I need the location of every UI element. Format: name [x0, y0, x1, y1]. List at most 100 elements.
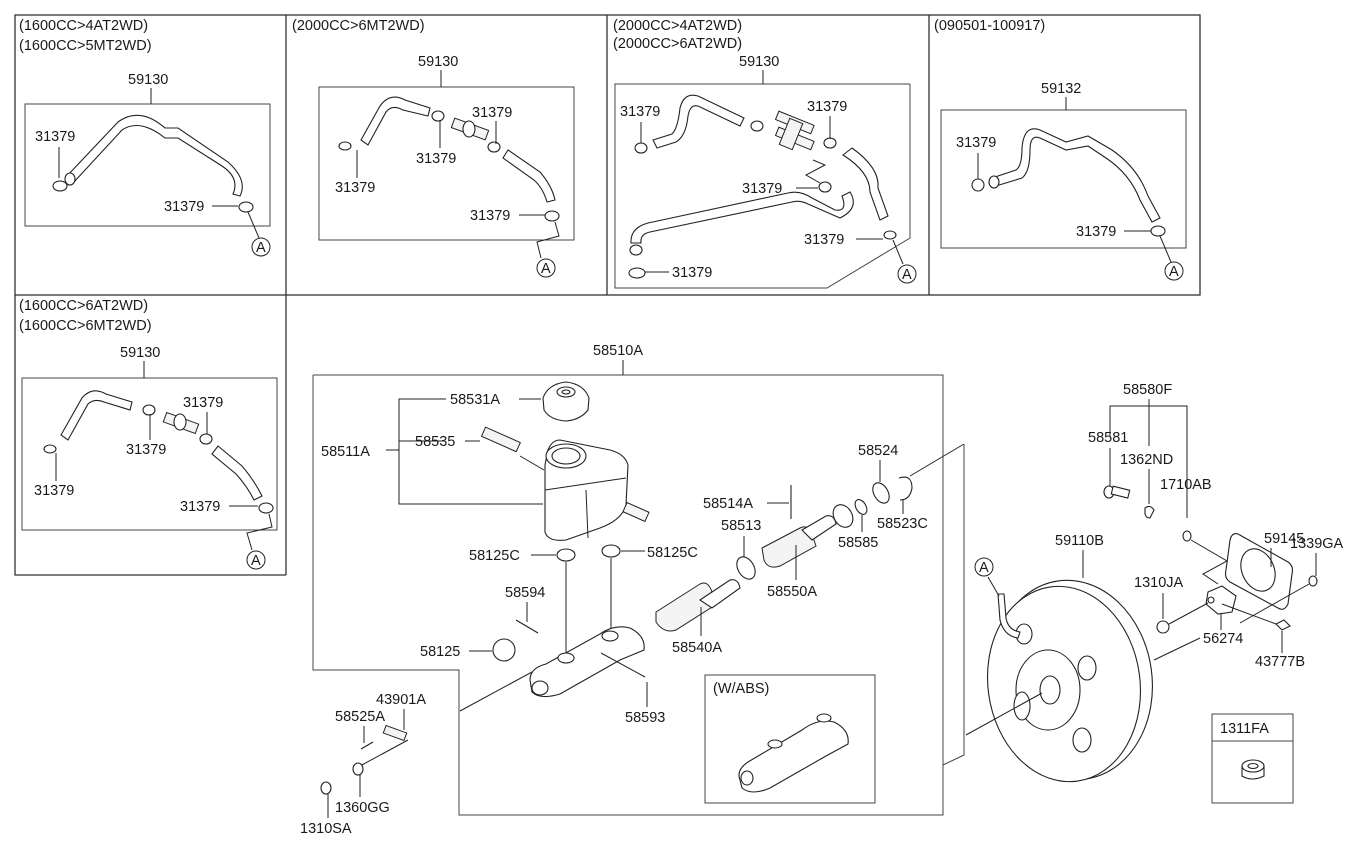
master-cylinder-body[interactable]	[529, 626, 645, 698]
o-ring[interactable]	[1182, 530, 1192, 542]
part-label-clamp[interactable]: 31379	[742, 181, 782, 197]
part-legend-box[interactable]: 1311FA	[1211, 713, 1294, 804]
part-label-snap-ring[interactable]: 58523C	[877, 516, 928, 532]
piston-seal[interactable]	[829, 501, 857, 531]
part-label-booster[interactable]: 59110B	[1055, 533, 1104, 549]
part-label-clamp[interactable]: 31379	[804, 232, 844, 248]
part-label-secondary-piston[interactable]: 58550A	[767, 584, 817, 600]
part-label-nut-right[interactable]: 1339GA	[1290, 536, 1344, 552]
panel-2000cc-4at-6at[interactable]: (2000CC>4AT2WD) (2000CC>6AT2WD) 59130 31…	[613, 18, 917, 289]
part-label-bracket[interactable]: 43901A	[376, 692, 426, 708]
hose-clamp[interactable]	[43, 444, 57, 454]
part-label-clip[interactable]: 1362ND	[1120, 452, 1173, 468]
vacuum-hose-lower[interactable]	[502, 149, 556, 203]
part-label-hose[interactable]: 59130	[739, 54, 779, 70]
part-label-hose[interactable]: 59132	[1041, 81, 1081, 97]
seal[interactable]	[853, 498, 870, 517]
part-label-level-sensor[interactable]: 58535	[415, 434, 455, 450]
part-label-clamp[interactable]: 31379	[807, 99, 847, 115]
part-label-ring[interactable]: 1710AB	[1160, 477, 1212, 493]
part-label-seal[interactable]: 58585	[838, 535, 878, 551]
bracket[interactable]	[382, 724, 408, 742]
vacuum-hose[interactable]	[60, 390, 133, 441]
part-label-reservoir-cap[interactable]: 58531A	[450, 392, 500, 408]
part-label-clamp[interactable]: 31379	[35, 129, 75, 145]
snap-ring[interactable]	[898, 476, 913, 501]
part-label-hose[interactable]: 59130	[418, 54, 458, 70]
check-valve[interactable]	[162, 411, 200, 435]
part-label-oring[interactable]: 58513	[721, 518, 761, 534]
vacuum-hose-long[interactable]	[630, 191, 854, 244]
reservoir-grommet[interactable]	[556, 548, 576, 562]
part-label-clamp[interactable]: 31379	[1076, 224, 1116, 240]
hose-clamp[interactable]	[431, 110, 445, 122]
hose-clamp[interactable]	[338, 141, 352, 151]
part-label-clamp[interactable]: 31379	[126, 442, 166, 458]
hose-clamp[interactable]	[883, 230, 897, 240]
part-label-hose[interactable]: 59130	[120, 345, 160, 361]
fluid-level-sensor[interactable]	[480, 426, 545, 471]
vacuum-hose[interactable]	[652, 94, 745, 149]
part-label-clamp[interactable]: 31379	[470, 208, 510, 224]
part-label-clamp[interactable]: 31379	[620, 104, 660, 120]
check-valve[interactable]	[450, 117, 490, 141]
snap-pin[interactable]	[1275, 619, 1291, 631]
abs-variant-box[interactable]: (W/ABS)	[704, 674, 876, 804]
panel-090501-100917[interactable]: (090501-100917) 59132 31379 31379 A	[934, 18, 1187, 281]
part-label-grommet[interactable]: 58125C	[469, 548, 520, 564]
check-valve-assembly[interactable]	[774, 110, 815, 151]
part-label-pin[interactable]: 58514A	[703, 496, 753, 512]
nut[interactable]	[1156, 620, 1170, 634]
vacuum-hose-lower[interactable]	[211, 445, 263, 501]
brake-booster-section[interactable]: 59110B A 58580F 58581 1362ND 1710AB 5914…	[965, 382, 1344, 792]
part-label-nut[interactable]: 1310SA	[300, 821, 352, 837]
washer[interactable]	[352, 762, 364, 776]
hose-clamp[interactable]	[634, 142, 648, 154]
screw[interactable]	[360, 741, 374, 750]
hose-clamp[interactable]	[823, 137, 837, 149]
gasket[interactable]	[1224, 533, 1294, 610]
reservoir-cap[interactable]	[542, 381, 590, 422]
hose-clamp[interactable]	[238, 201, 254, 213]
hose-clamp[interactable]	[258, 502, 274, 514]
hose-clamp[interactable]	[199, 433, 213, 445]
hose-clamp[interactable]	[628, 267, 646, 279]
hose-clamp[interactable]	[750, 120, 764, 132]
hose-clamp[interactable]	[487, 141, 501, 153]
clevis-pin[interactable]	[1103, 485, 1131, 499]
part-label-clamp[interactable]: 31379	[34, 483, 74, 499]
vacuum-hose-right[interactable]	[842, 147, 889, 221]
part-label-plug[interactable]: 58125	[420, 644, 460, 660]
clevis[interactable]	[1205, 585, 1237, 615]
secondary-piston[interactable]	[761, 515, 837, 568]
part-label-bolt-upper[interactable]: 58594	[505, 585, 545, 601]
hose-clamp[interactable]	[1150, 225, 1166, 237]
part-label-clamp[interactable]: 31379	[672, 265, 712, 281]
panel-1600cc-4at-5mt[interactable]: (1600CC>4AT2WD) (1600CC>5MT2WD) 59130 31…	[19, 18, 271, 257]
brake-booster[interactable]	[975, 570, 1165, 792]
panel-1600cc-6at-6mt[interactable]: (1600CC>6AT2WD) (1600CC>6MT2WD) 59130 31…	[19, 298, 278, 570]
reservoir-grommet[interactable]	[601, 544, 621, 558]
part-label-clevis-pin[interactable]: 58581	[1088, 430, 1128, 446]
part-label-primary-piston[interactable]: 58540A	[672, 640, 722, 656]
part-label-clamp[interactable]: 31379	[183, 395, 223, 411]
vacuum-hose[interactable]	[66, 114, 243, 197]
part-label-clamp[interactable]: 31379	[472, 105, 512, 121]
vacuum-hose[interactable]	[991, 128, 1161, 223]
part-label-kit[interactable]: 58580F	[1123, 382, 1172, 398]
part-label-screw[interactable]: 58525A	[335, 709, 385, 725]
washer-ring[interactable]	[869, 480, 892, 506]
legend-title[interactable]: 1311FA	[1220, 721, 1269, 737]
vacuum-hose[interactable]	[360, 96, 431, 146]
plug[interactable]	[492, 638, 516, 662]
o-ring[interactable]	[733, 554, 759, 583]
part-label-nut-clevis[interactable]: 1310JA	[1134, 575, 1184, 591]
panel-2000cc-6mt[interactable]: (2000CC>6MT2WD) 59130 31379 31379 31379 …	[292, 18, 575, 278]
part-label-washer[interactable]: 1360GG	[335, 800, 390, 816]
part-label-bolt-lower[interactable]: 58593	[625, 710, 665, 726]
brake-fluid-reservoir[interactable]	[544, 439, 650, 541]
hose-clamp[interactable]	[52, 180, 68, 192]
part-label-reservoir-assy[interactable]: 58511A	[321, 444, 370, 460]
part-label-hose[interactable]: 59130	[128, 72, 168, 88]
hose-clamp[interactable]	[544, 210, 560, 222]
